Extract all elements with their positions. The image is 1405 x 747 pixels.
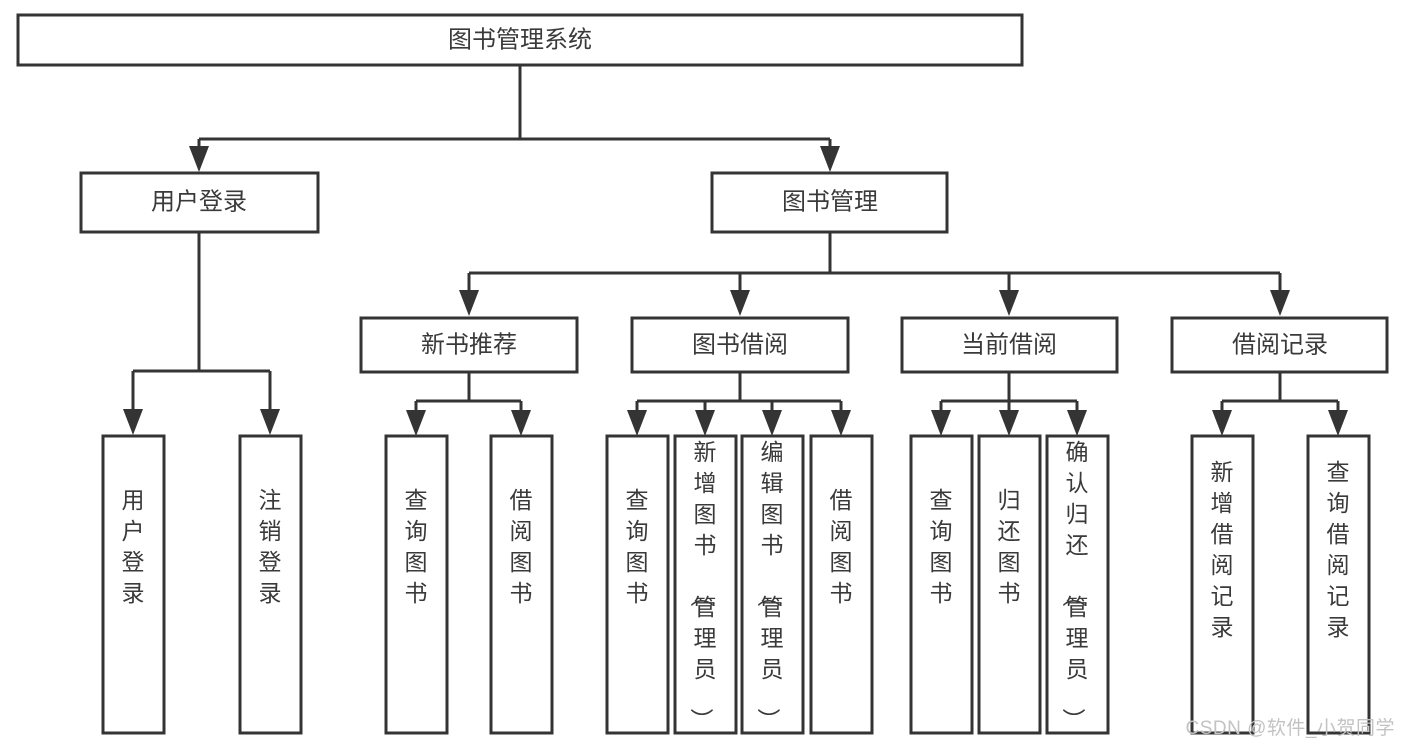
user-login-box[interactable]	[79, 171, 320, 234]
leaf-query-book-1-box[interactable]	[384, 434, 449, 735]
leaf-query-book-2-box[interactable]	[605, 434, 670, 735]
leaf-return-book-label: 归还图书	[998, 487, 1021, 606]
edge-group-new-book-recommend	[406, 372, 531, 436]
leaf-query-book-3-label: 查询图书	[930, 487, 953, 606]
arrow-to-current-borrow	[999, 290, 1019, 316]
book-borrow-box[interactable]	[630, 316, 850, 374]
edge-group-user-login	[123, 232, 280, 435]
arrow-to-leaf-add-book	[695, 410, 715, 436]
leaf-user-login-label: 用户登录	[122, 487, 145, 606]
leaf-borrow-book-2-label: 借阅图书	[830, 487, 853, 606]
new-book-recommend-box[interactable]	[359, 316, 579, 374]
leaf-add-record-label: 新增借阅记录	[1211, 459, 1234, 640]
node-leaf-add-book[interactable]: 新增图书（管理员）	[673, 434, 738, 735]
root-box[interactable]	[16, 13, 1024, 67]
leaf-edit-book-box[interactable]	[740, 434, 805, 735]
node-book-borrow[interactable]: 图书借阅	[630, 316, 850, 374]
edge-group-borrow-record	[1212, 372, 1348, 436]
leaf-confirm-return-box[interactable]	[1045, 434, 1110, 735]
arrow-to-leaf-edit-book	[762, 410, 782, 436]
leaf-add-book-label: 新增图书（管理员）	[689, 439, 717, 731]
arrow-to-borrow-record	[1270, 290, 1290, 316]
node-leaf-user-login[interactable]: 用户登录	[101, 434, 166, 735]
node-leaf-return-book[interactable]: 归还图书	[977, 434, 1042, 735]
book-management-box[interactable]	[710, 171, 949, 234]
arrow-to-leaf-borrow-book-2	[831, 410, 851, 436]
leaf-logout-login-box[interactable]	[238, 434, 303, 735]
leaf-return-book-box[interactable]	[977, 434, 1042, 735]
current-borrow-label: 当前借阅	[961, 331, 1057, 358]
leaf-user-login-box[interactable]	[101, 434, 166, 735]
borrow-record-label: 借阅记录	[1232, 331, 1328, 358]
arrow-to-leaf-add-record	[1212, 410, 1232, 436]
leaf-query-record-box[interactable]	[1306, 434, 1371, 735]
leaf-edit-book-label: 编辑图书（管理员）	[756, 439, 784, 731]
arrow-to-new-book-recommend	[459, 290, 479, 316]
leaf-borrow-book-1-label: 借阅图书	[510, 487, 533, 606]
leaf-query-book-3-box[interactable]	[909, 434, 974, 735]
current-borrow-box[interactable]	[900, 316, 1119, 374]
arrow-to-user-login	[189, 146, 209, 172]
node-leaf-query-book-3[interactable]: 查询图书	[909, 434, 974, 735]
edge-group-book-management	[459, 232, 1290, 316]
node-leaf-edit-book[interactable]: 编辑图书（管理员）	[740, 434, 805, 735]
arrow-to-leaf-query-book-2	[627, 410, 647, 436]
leaf-query-book-2-label: 查询图书	[626, 487, 649, 606]
edge-group-root	[189, 65, 840, 172]
leaf-borrow-book-2-box[interactable]	[809, 434, 874, 735]
node-current-borrow[interactable]: 当前借阅	[900, 316, 1119, 374]
node-leaf-query-book-1[interactable]: 查询图书	[384, 434, 449, 735]
node-user-login[interactable]: 用户登录	[79, 171, 320, 234]
arrow-to-leaf-query-book-3	[931, 410, 951, 436]
node-leaf-query-record[interactable]: 查询借阅记录	[1306, 434, 1371, 735]
edge-group-book-borrow	[627, 372, 851, 436]
leaf-borrow-book-1-box[interactable]	[489, 434, 554, 735]
node-leaf-borrow-book-1[interactable]: 借阅图书	[489, 434, 554, 735]
arrow-to-leaf-query-record	[1328, 410, 1348, 436]
node-leaf-borrow-book-2[interactable]: 借阅图书	[809, 434, 874, 735]
leaf-confirm-return-label: 确认归还（管理员）	[1061, 439, 1089, 731]
node-leaf-logout-login[interactable]: 注销登录	[238, 434, 303, 735]
arrow-to-leaf-query-book-1	[406, 410, 426, 436]
new-book-recommend-label: 新书推荐	[421, 331, 517, 358]
arrow-to-leaf-logout-login	[260, 409, 280, 435]
node-root-system[interactable]: 图书管理系统	[16, 13, 1024, 67]
leaf-logout-login-label: 注销登录	[259, 487, 282, 606]
leaf-add-record-box[interactable]	[1190, 434, 1255, 735]
node-new-book-recommend[interactable]: 新书推荐	[359, 316, 579, 374]
borrow-record-box[interactable]	[1170, 316, 1389, 374]
arrow-to-book-borrow	[730, 290, 750, 316]
user-login-label: 用户登录	[151, 188, 247, 215]
node-book-management[interactable]: 图书管理	[710, 171, 949, 234]
arrow-to-leaf-return-book	[999, 410, 1019, 436]
leaf-add-book-box[interactable]	[673, 434, 738, 735]
root-label: 图书管理系统	[448, 26, 592, 53]
node-leaf-confirm-return[interactable]: 确认归还（管理员）	[1045, 434, 1110, 735]
edge-group-current-borrow	[931, 372, 1087, 436]
node-borrow-record[interactable]: 借阅记录	[1170, 316, 1389, 374]
book-borrow-label: 图书借阅	[692, 331, 788, 358]
arrow-to-leaf-borrow-book-1	[511, 410, 531, 436]
node-leaf-add-record[interactable]: 新增借阅记录	[1190, 434, 1255, 735]
leaf-query-record-label: 查询借阅记录	[1327, 459, 1350, 640]
book-management-label: 图书管理	[782, 188, 878, 215]
arrow-to-leaf-confirm-return	[1067, 410, 1087, 436]
leaf-query-book-1-label: 查询图书	[405, 487, 428, 606]
arrow-to-leaf-user-login	[123, 409, 143, 435]
node-leaf-query-book-2[interactable]: 查询图书	[605, 434, 670, 735]
arrow-to-book-management	[820, 146, 840, 172]
